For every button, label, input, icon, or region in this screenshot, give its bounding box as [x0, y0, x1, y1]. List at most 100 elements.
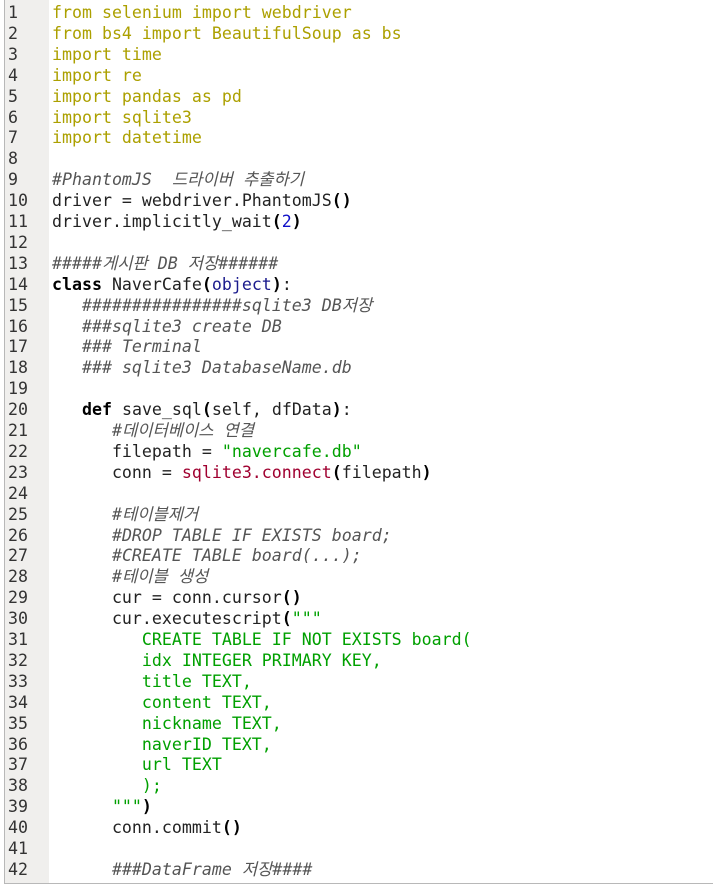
code-text: import time	[52, 44, 162, 65]
code-line[interactable]: 20 def save_sql(self, dfData):	[5, 399, 713, 420]
code-token: driver = webdriver.PhantomJS	[52, 191, 332, 211]
code-token: #PhantomJS 드라이버 추출하기	[52, 170, 305, 190]
code-token	[52, 358, 82, 377]
code-line[interactable]: 30 cur.executescript("""	[5, 608, 713, 629]
line-number: 32	[8, 650, 28, 670]
line-number: 36	[8, 734, 28, 754]
code-line[interactable]: 11 driver.implicitly_wait(2)	[5, 211, 713, 232]
code-token: object	[211, 274, 272, 294]
code-line[interactable]: 5 import pandas as pd	[5, 86, 713, 107]
code-line[interactable]: 13#####게시판 DB 저장######	[5, 253, 713, 274]
code-token: title TEXT,	[52, 671, 252, 691]
code-token: self, dfData	[211, 400, 332, 420]
code-text: ###DataFrame 저장####	[52, 859, 312, 880]
code-line[interactable]: 21 #데이터베이스 연결	[5, 420, 713, 441]
code-line[interactable]: 32 idx INTEGER PRIMARY KEY,	[5, 650, 713, 671]
code-text: #PhantomJS 드라이버 추출하기	[52, 169, 304, 190]
code-text: import sqlite3	[52, 107, 192, 128]
line-number: 19	[8, 379, 28, 399]
code-line[interactable]: 22 filepath = "navercafe.db"	[5, 441, 713, 462]
code-token: #CREATE TABLE board(...);	[111, 546, 362, 566]
line-number: 39	[8, 797, 28, 817]
code-line[interactable]: 29 cur = conn.cursor()	[5, 587, 713, 608]
code-text: import pandas as pd	[52, 86, 242, 107]
code-line[interactable]: 25 #테이블제거	[5, 504, 713, 525]
code-line[interactable]: 12	[5, 232, 713, 253]
code-token: #테이블제거	[111, 504, 199, 524]
line-number: 1	[8, 3, 18, 22]
code-line[interactable]: 28 #테이블 생성	[5, 566, 713, 587]
code-text: driver.implicitly_wait(2)	[52, 211, 302, 232]
code-text: CREATE TABLE IF NOT EXISTS board(	[52, 629, 472, 650]
code-line[interactable]: 41	[5, 838, 713, 859]
code-line[interactable]: 26 #DROP TABLE IF EXISTS board;	[5, 525, 713, 546]
line-number: 30	[8, 609, 28, 629]
code-line[interactable]: 31 CREATE TABLE IF NOT EXISTS board(	[5, 629, 713, 650]
code-token	[52, 421, 112, 440]
code-line[interactable]: 37 url TEXT	[5, 754, 713, 775]
code-line[interactable]: 42 ###DataFrame 저장####	[5, 859, 713, 880]
line-number: 4	[8, 65, 18, 85]
code-token: ### sqlite3 DatabaseName.db	[81, 358, 352, 378]
code-token: class	[52, 274, 102, 294]
code-line[interactable]: 33 title TEXT,	[5, 671, 713, 692]
code-line[interactable]: 35 nickname TEXT,	[5, 713, 713, 734]
code-line[interactable]: 24	[5, 483, 713, 504]
code-token: ()	[221, 818, 242, 838]
code-token	[52, 337, 82, 356]
code-line[interactable]: 18 ### sqlite3 DatabaseName.db	[5, 357, 713, 378]
code-token: ### Terminal	[81, 337, 202, 357]
line-number: 20	[8, 400, 28, 420]
code-token	[52, 546, 112, 565]
code-line[interactable]: 27 #CREATE TABLE board(...);	[5, 545, 713, 566]
code-token: :	[341, 400, 352, 420]
code-line[interactable]: 36 naverID TEXT,	[5, 734, 713, 755]
code-line[interactable]: 15 ################sqlite3 DB저장	[5, 295, 713, 316]
line-number: 17	[8, 337, 28, 357]
code-token: import datetime	[52, 128, 202, 148]
line-number: 5	[8, 86, 18, 106]
code-token: ###DataFrame 저장####	[111, 859, 313, 879]
code-text: class NaverCafe(object):	[52, 274, 292, 295]
code-token: import sqlite3	[52, 107, 192, 127]
code-line[interactable]: 39 """)	[5, 796, 713, 817]
code-line[interactable]: 8	[5, 148, 713, 169]
code-token	[52, 400, 82, 419]
code-token: #테이블 생성	[111, 567, 209, 587]
code-text: from bs4 import BeautifulSoup as bs	[52, 23, 402, 44]
code-text: ################sqlite3 DB저장	[52, 295, 372, 316]
code-line[interactable]: 34 content TEXT,	[5, 692, 713, 713]
code-line[interactable]: 9#PhantomJS 드라이버 추출하기	[5, 169, 713, 190]
code-text: driver = webdriver.PhantomJS()	[52, 190, 352, 211]
line-number: 15	[8, 295, 28, 315]
code-text: ### Terminal	[52, 336, 202, 357]
code-text: def save_sql(self, dfData):	[52, 399, 352, 420]
code-token: (	[271, 212, 282, 231]
code-line[interactable]: 19	[5, 378, 713, 399]
code-text: #데이터베이스 연결	[52, 420, 254, 441]
code-token: ()	[331, 191, 352, 211]
code-token: ################sqlite3 DB저장	[81, 295, 373, 315]
line-number: 26	[8, 525, 28, 545]
code-line[interactable]: 17 ### Terminal	[5, 336, 713, 357]
line-number: 11	[8, 212, 28, 231]
code-text: #####게시판 DB 저장######	[52, 253, 278, 274]
code-token: save_sql	[111, 400, 202, 420]
code-token: (	[201, 400, 212, 420]
code-token: sqlite3.connect	[181, 462, 332, 482]
code-line[interactable]: 40 conn.commit()	[5, 817, 713, 838]
code-token: content TEXT,	[52, 692, 272, 712]
code-line[interactable]: 16 ###sqlite3 create DB	[5, 316, 713, 337]
code-line[interactable]: 23 conn = sqlite3.connect(filepath)	[5, 462, 713, 483]
line-number: 8	[8, 149, 18, 169]
code-line[interactable]: 38 );	[5, 775, 713, 796]
